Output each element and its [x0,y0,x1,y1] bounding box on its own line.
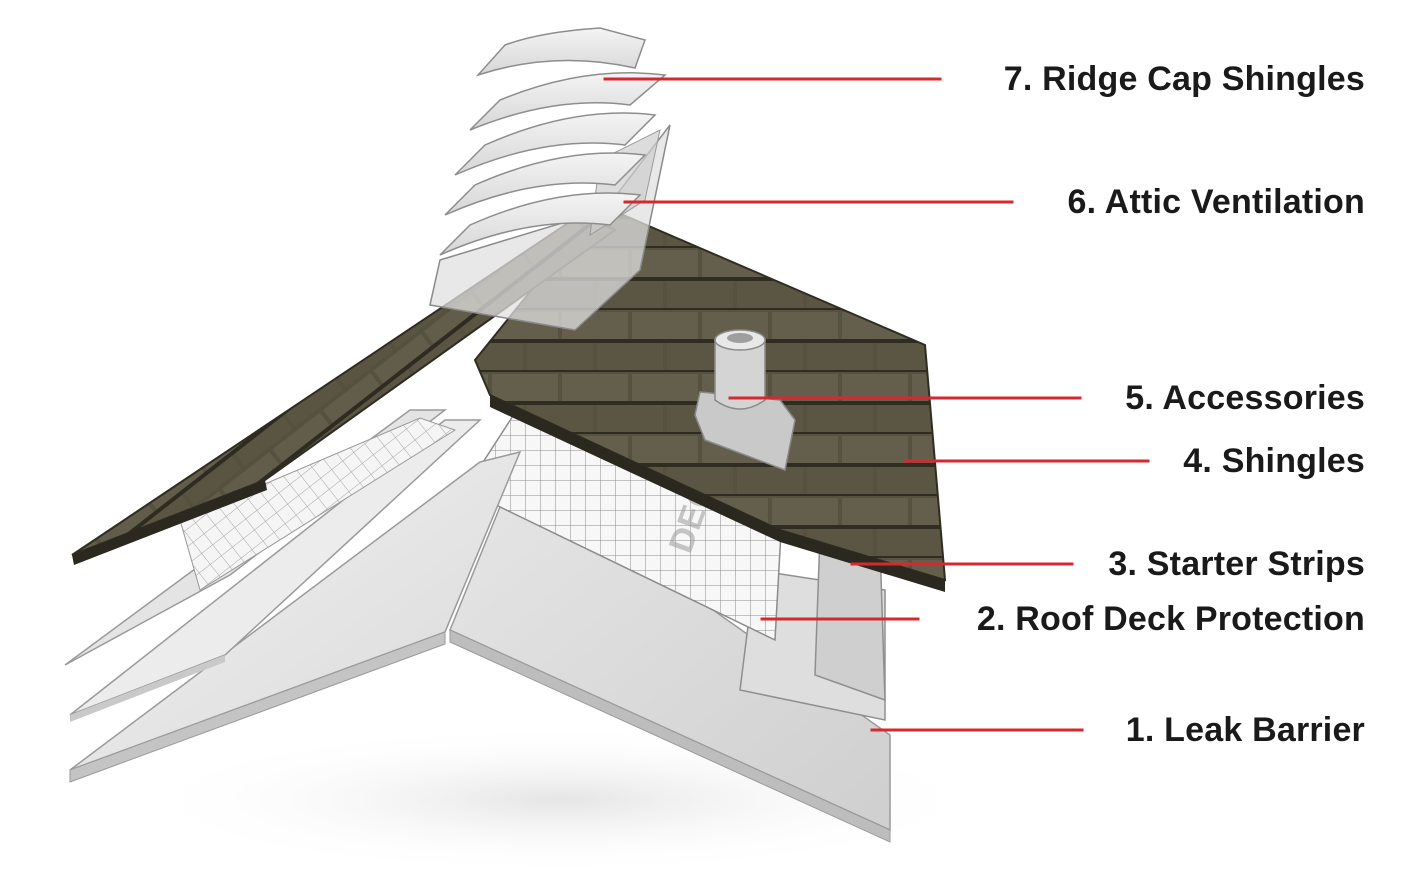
label-shingles: 4. Shingles [1183,442,1365,480]
label-leak-barrier: 1. Leak Barrier [1126,711,1365,749]
label-roof-deck-protection: 2. Roof Deck Protection [977,600,1365,638]
left-roof-deck-protection [69,419,482,722]
label-ridge-cap-shingles: 7. Ridge Cap Shingles [1004,60,1365,98]
pipe-boot-accessory [694,329,796,472]
left-starter-layer [64,409,457,666]
label-attic-ventilation: 6. Attic Ventilation [1068,183,1365,221]
label-accessories: 5. Accessories [1125,379,1365,417]
label-starter-strips: 3. Starter Strips [1108,545,1365,583]
right-roof-deck [449,468,891,843]
ridge-cap-shingles-stack [439,27,667,256]
